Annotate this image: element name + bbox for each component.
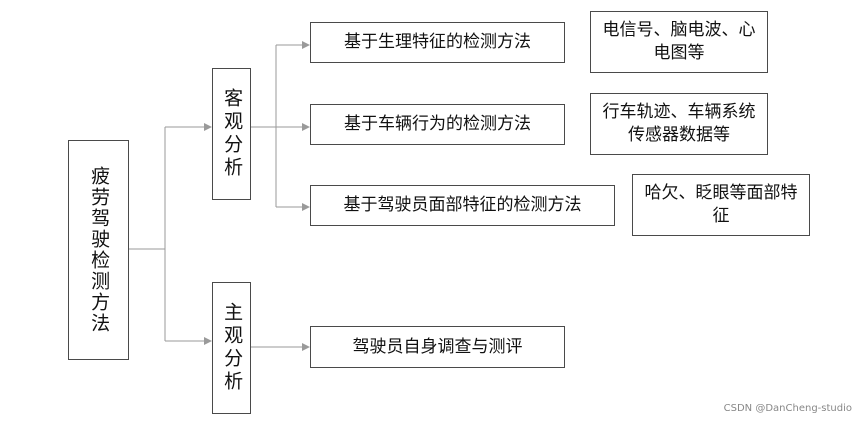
- subjective-label: 主观分析: [221, 302, 244, 394]
- root-label: 疲劳驾驶检测方法: [88, 166, 111, 334]
- note-facial-features-text: 哈欠、眨眼等面部特征: [644, 183, 798, 226]
- note-vehicle-behavior-text: 行车轨迹、车辆系统传感器数据等: [602, 102, 756, 145]
- method-facial-features-label: 基于驾驶员面部特征的检测方法: [343, 195, 582, 216]
- method-self-survey: 驾驶员自身调查与测评: [310, 326, 565, 368]
- subjective-node: 主观分析: [212, 282, 251, 414]
- method-vehicle-behavior: 基于车辆行为的检测方法: [310, 104, 565, 145]
- method-vehicle-behavior-label: 基于车辆行为的检测方法: [344, 114, 531, 135]
- objective-label: 客观分析: [221, 88, 244, 180]
- note-physiological-text: 电信号、脑电波、心电图等: [602, 20, 756, 63]
- method-facial-features: 基于驾驶员面部特征的检测方法: [310, 185, 615, 226]
- method-physiological: 基于生理特征的检测方法: [310, 22, 565, 63]
- watermark: CSDN @DanCheng-studio: [723, 403, 852, 414]
- note-physiological: 电信号、脑电波、心电图等: [590, 11, 768, 73]
- note-vehicle-behavior: 行车轨迹、车辆系统传感器数据等: [590, 93, 768, 155]
- method-self-survey-label: 驾驶员自身调查与测评: [352, 336, 523, 357]
- note-facial-features: 哈欠、眨眼等面部特征: [632, 174, 810, 236]
- root-node: 疲劳驾驶检测方法: [68, 140, 129, 360]
- objective-node: 客观分析: [212, 68, 251, 200]
- method-physiological-label: 基于生理特征的检测方法: [344, 32, 531, 53]
